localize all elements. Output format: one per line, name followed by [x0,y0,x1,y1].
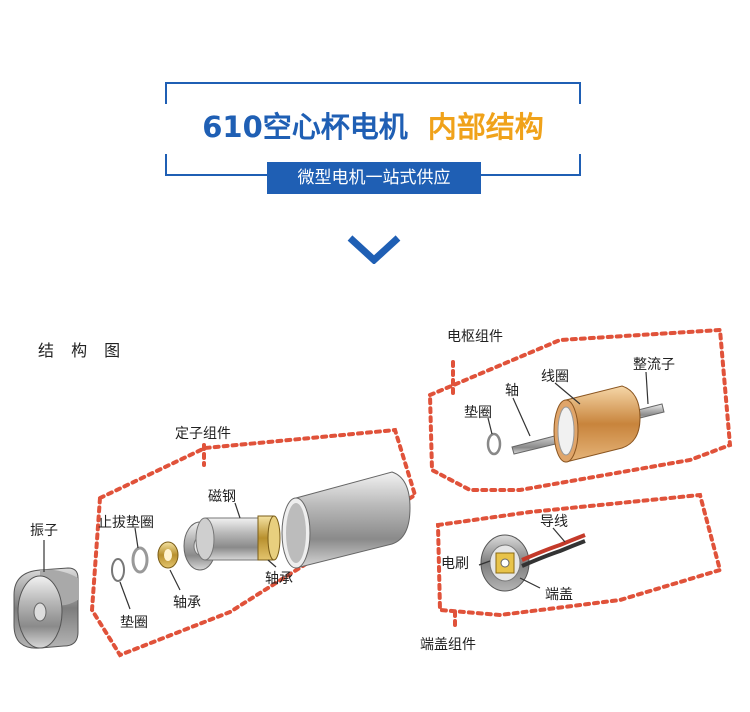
header-frame-top [165,82,581,104]
bearing-left-part [157,541,179,569]
washer-left-part [111,558,125,582]
armature-group-outline [427,327,733,492]
label-armature-group: 电枢组件 [447,329,503,345]
label-shaft: 轴 [505,383,519,399]
coil-part [553,385,641,463]
magnet-part [195,515,281,561]
chevron-down-icon [347,235,401,264]
label-retaining-washer: 止拔垫圈 [98,515,154,531]
label-bearing-left: 轴承 [173,595,201,611]
label-stator-group: 定子组件 [175,426,231,442]
vibrator-part [13,567,79,649]
label-bearing-right: 轴承 [265,571,293,587]
label-magnet: 磁钢 [208,489,236,505]
label-endcap-group: 端盖组件 [420,637,476,653]
label-vibrator: 振子 [30,523,58,539]
endcap-group-outline [435,492,723,618]
label-washer-armature: 垫圈 [464,405,492,421]
diagram-title: 结 构 图 [38,341,127,360]
label-washer-left: 垫圈 [120,615,148,631]
housing-tube-part [281,471,411,569]
endcap-part [480,534,530,592]
wire-part [521,533,586,568]
retaining-washer-part [131,546,149,574]
title-model: 610空心杯电机 [202,110,408,144]
title-structure: 内部结构 [427,110,544,144]
washer-armature-part [486,432,502,456]
page-title: 610空心杯电机内部结构 [165,104,581,150]
label-endcap: 端盖 [545,587,573,603]
label-coil: 线圈 [541,369,569,385]
subtitle-badge: 微型电机一站式供应 [267,162,481,194]
label-commutator: 整流子 [633,357,675,373]
label-brush: 电刷 [441,556,469,572]
label-wire: 导线 [540,514,568,530]
